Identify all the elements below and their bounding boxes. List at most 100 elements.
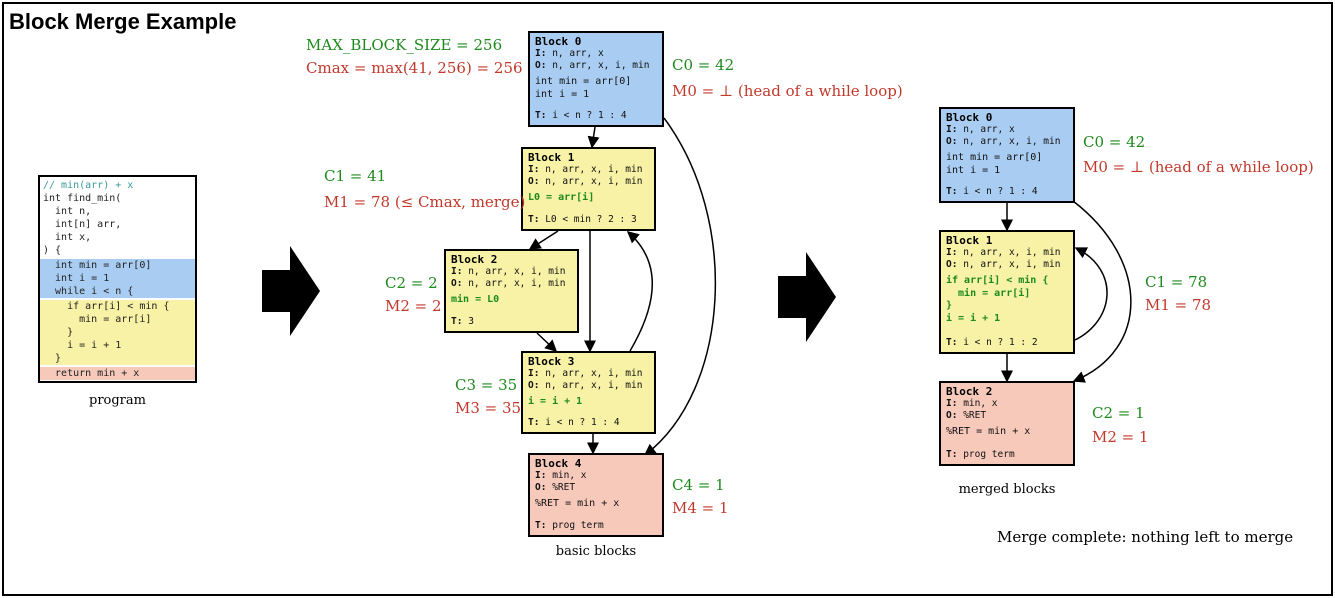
term-label: T: <box>528 417 540 428</box>
block-title: Block 4 <box>535 457 582 470</box>
in-label: I: <box>946 398 958 409</box>
block-title: Block 0 <box>946 111 993 124</box>
basic-block-0: Block 0 I: n, arr, x O: n, arr, x, i, mi… <box>528 31 664 127</box>
block-code: } <box>946 300 953 311</box>
edge-b0-b4 <box>643 117 717 456</box>
term-label: T: <box>946 449 958 460</box>
program-caption: program <box>89 393 146 408</box>
edge-b1-b2 <box>528 230 559 250</box>
basic-block-2: Block 2 I: n, arr, x, i, min O: n, arr, … <box>444 249 579 333</box>
block-code: int i = 1 <box>946 164 1001 176</box>
merge-status: Merge complete: nothing left to merge <box>997 528 1294 546</box>
term-label: T: <box>946 186 958 197</box>
block-terminator: i < n ? 1 : 2 <box>963 337 1038 348</box>
cmax-label: Cmax = max(41, 256) = 256 <box>306 59 523 77</box>
program-line: ) { <box>43 245 62 256</box>
block-title: Block 2 <box>451 253 498 266</box>
block-terminator: i < n ? 1 : 4 <box>552 110 627 121</box>
program-line: return min + x <box>40 367 195 380</box>
block-title: Block 3 <box>528 355 575 368</box>
program-line: int n, <box>43 206 92 217</box>
program-line: int find_min( <box>43 193 122 204</box>
block-outputs: n, arr, x, i, min <box>963 259 1061 270</box>
block-inputs: n, arr, x, i, min <box>545 368 643 379</box>
block-code: int min = arr[0] <box>946 152 1043 163</box>
term-label: T: <box>528 214 540 225</box>
out-label: O: <box>946 410 958 421</box>
basic-blocks-caption: basic blocks <box>555 544 637 559</box>
block-terminator: 3 <box>468 316 474 327</box>
program-line: i = i + 1 <box>40 339 195 352</box>
block-code: int min = arr[0] <box>535 76 632 87</box>
program-line: } <box>40 326 195 339</box>
merge-label: M4 = 1 <box>672 499 729 517</box>
right-arrow-icon <box>778 252 836 342</box>
merge-label: M0 = ⊥ (head of a while loop) <box>1083 158 1314 176</box>
merge-label: M2 = 2 <box>385 297 442 315</box>
block-terminator: i < n ? 1 : 4 <box>545 417 620 428</box>
term-label: T: <box>535 520 547 531</box>
in-label: I: <box>946 124 958 135</box>
out-label: O: <box>528 176 540 187</box>
block-terminator: i < n ? 1 : 4 <box>963 186 1038 197</box>
edge-b3-b1 <box>626 231 653 352</box>
block-code: i = i + 1 <box>946 312 1001 324</box>
out-label: O: <box>451 278 463 289</box>
in-label: I: <box>535 470 547 481</box>
program-line: int[n] arr, <box>43 219 122 230</box>
cost-label: C0 = 42 <box>672 56 735 74</box>
edge-m1-m1 <box>1074 247 1108 341</box>
program-line: // min(arr) + x <box>43 180 134 191</box>
merged-blocks-caption: merged blocks <box>958 482 1056 497</box>
block-outputs: n, arr, x, i, min <box>545 380 643 391</box>
block-inputs: min, x <box>552 470 587 481</box>
edge-b2-b3 <box>536 332 558 353</box>
in-label: I: <box>528 164 540 175</box>
block-terminator: prog term <box>552 520 604 531</box>
diagram-title: Block Merge Example <box>9 9 237 34</box>
block-code: i = i + 1 <box>528 396 583 407</box>
block-outputs: n, arr, x, i, min <box>552 60 650 71</box>
cost-label: C0 = 42 <box>1083 133 1146 151</box>
block-title: Block 2 <box>946 385 993 398</box>
block-code: min = arr[i] <box>946 287 1031 299</box>
block-code: L0 = arr[i] <box>528 192 595 203</box>
merge-label: M1 = 78 <box>1145 296 1212 314</box>
block-code: if arr[i] < min { <box>946 275 1049 286</box>
block-title: Block 0 <box>535 35 582 48</box>
out-label: O: <box>535 482 547 493</box>
out-label: O: <box>528 380 540 391</box>
block-title: Block 1 <box>946 234 993 247</box>
basic-block-1: Block 1 I: n, arr, x, i, min O: n, arr, … <box>521 147 656 231</box>
block-outputs: n, arr, x, i, min <box>468 278 566 289</box>
merge-label: M0 = ⊥ (head of a while loop) <box>672 82 903 100</box>
right-arrow-icon <box>262 246 320 336</box>
block-outputs: n, arr, x, i, min <box>545 176 643 187</box>
program-line: int i = 1 <box>40 272 195 285</box>
block-title: Block 1 <box>528 151 575 164</box>
block-outputs: %RET <box>552 482 576 493</box>
cost-label: C2 = 2 <box>385 274 438 292</box>
cost-label: C1 = 78 <box>1145 273 1208 291</box>
block-inputs: min, x <box>963 398 998 409</box>
block-code: %RET = min + x <box>535 498 620 509</box>
cost-label: C4 = 1 <box>672 476 725 494</box>
program-listing: // min(arr) + x int find_min( int n, int… <box>38 175 197 383</box>
in-label: I: <box>528 368 540 379</box>
basic-block-4: Block 4 I: min, x O: %RET %RET = min + x… <box>528 453 664 537</box>
merge-label: M2 = 1 <box>1092 428 1149 446</box>
cost-label: C2 = 1 <box>1092 404 1145 422</box>
program-line: int x, <box>43 232 92 243</box>
in-label: I: <box>535 48 547 59</box>
block-code: int i = 1 <box>535 88 590 100</box>
program-line: } <box>40 352 195 365</box>
block-inputs: n, arr, x <box>552 48 604 59</box>
out-label: O: <box>946 259 958 270</box>
program-line: int min = arr[0] <box>40 259 195 272</box>
merge-label: M3 = 35 <box>455 399 522 417</box>
block-terminator: L0 < min ? 2 : 3 <box>545 214 637 225</box>
term-label: T: <box>451 316 463 327</box>
block-terminator: prog term <box>963 449 1015 460</box>
